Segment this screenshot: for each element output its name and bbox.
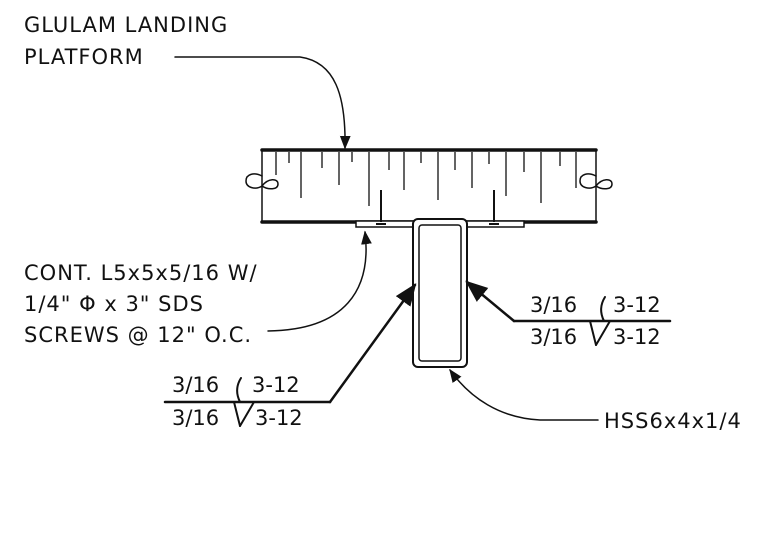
weld-right-top-length: 3-12 (613, 293, 661, 317)
angle-label-line-2: 1/4" Φ x 3" SDS (24, 292, 204, 316)
weld-left-top-length: 3-12 (252, 373, 300, 397)
weld-symbol-right: 3/16 3-12 3/16 3-12 (465, 280, 672, 349)
glulam-label-line-2: PLATFORM (24, 45, 144, 69)
hss-column (412, 218, 468, 368)
sds-screw (489, 190, 499, 225)
angle-label-line-3: SCREWS @ 12" O.C. (24, 323, 252, 347)
glulam-leader (174, 56, 351, 150)
weld-symbol-left: 3/16 3-12 3/16 3-12 (163, 283, 417, 430)
weld-right-bottom-size: 3/16 (530, 325, 577, 349)
angle-label-line-1: CONT. L5x5x5/16 W/ (24, 261, 258, 285)
wood-grain (275, 152, 577, 206)
hss-leader (449, 368, 599, 421)
sds-screw (376, 190, 386, 225)
glulam-beam (245, 148, 613, 224)
weld-right-top-size: 3/16 (530, 293, 577, 317)
hss-label: HSS6x4x1/4 (604, 409, 742, 433)
weld-left-bottom-size: 3/16 (172, 406, 219, 430)
weld-left-bottom-length: 3-12 (255, 406, 303, 430)
glulam-label-line-1: GLULAM LANDING (24, 13, 228, 37)
angle-leader (267, 230, 372, 332)
weld-left-top-size: 3/16 (172, 373, 219, 397)
weld-right-bottom-length: 3-12 (613, 325, 661, 349)
